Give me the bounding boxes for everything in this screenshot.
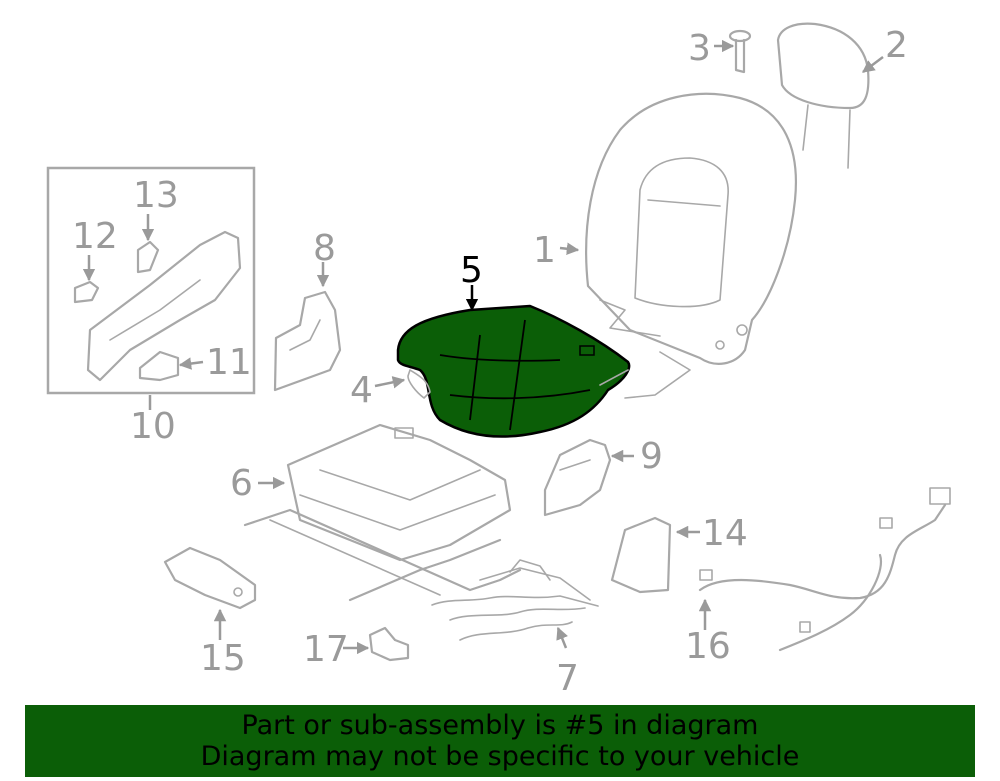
seat-back-part-1 (585, 92, 797, 399)
wire-harness-part-16 (698, 487, 951, 652)
callout-3: 3 (688, 28, 711, 69)
banner-line-2: Diagram may not be specific to your vehi… (200, 741, 800, 772)
callout-8: 8 (313, 228, 336, 269)
callout-9: 9 (640, 436, 663, 477)
callout-12: 12 (72, 216, 118, 257)
callout-15: 15 (200, 638, 246, 679)
callout-1: 1 (533, 230, 556, 271)
callout-14: 14 (702, 513, 748, 554)
banner-line-1: Part or sub-assembly is #5 in diagram (241, 710, 759, 741)
callout-11: 11 (206, 342, 252, 383)
callout-16: 16 (685, 626, 731, 667)
leader-lines (82, 39, 884, 655)
cushion-pad-part-4 (407, 369, 629, 399)
notice-banner: Part or sub-assembly is #5 in diagram Di… (25, 705, 975, 777)
trim-cover-part-14 (610, 516, 672, 594)
side-bracket-part-8 (273, 290, 342, 392)
callout-4: 4 (350, 370, 373, 411)
seat-spring-part-7 (431, 559, 599, 641)
clip-part-17 (368, 626, 410, 662)
callout-10: 10 (130, 406, 176, 447)
seat-frame-part-6 (243, 423, 522, 602)
callout-5: 5 (460, 250, 483, 291)
bracket-part-15 (163, 546, 257, 610)
callout-6: 6 (230, 463, 253, 504)
side-shield-part-9 (543, 438, 612, 517)
callout-2: 2 (885, 25, 908, 66)
headrest-guide-part-3 (728, 29, 752, 74)
parts-diagram: 1 2 3 4 5 6 7 8 9 10 11 12 13 14 15 16 1… (46, 22, 951, 699)
seat-cushion-part-5 (396, 304, 631, 438)
callout-7: 7 (556, 658, 579, 699)
callout-13: 13 (133, 175, 179, 216)
part-10-box (46, 166, 256, 395)
callout-17: 17 (303, 629, 349, 670)
